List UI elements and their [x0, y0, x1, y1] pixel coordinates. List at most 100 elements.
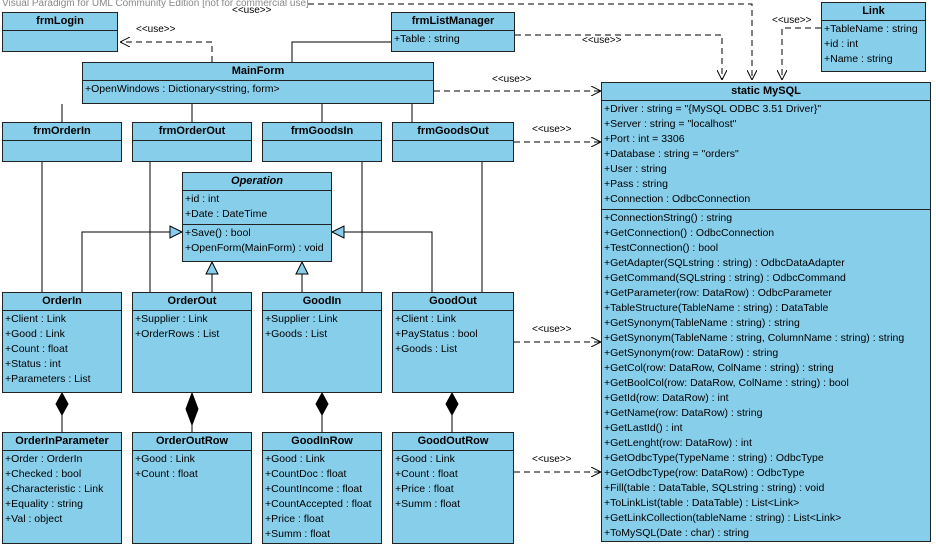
class-orderout[interactable]: OrderOut +Supplier : Link +OrderRows : L… — [132, 292, 252, 393]
class-attribute: +Supplier : Link — [265, 313, 338, 325]
class-mysql[interactable]: static MySQL +Driver : string = "{MySQL … — [601, 82, 931, 542]
class-attribute: +Summ : float — [265, 528, 331, 540]
class-attribute: +CountIncome : float — [265, 483, 363, 495]
class-attribute: +Count : float — [135, 468, 198, 480]
watermark: Visual Paradigm for UML Community Editio… — [2, 0, 309, 9]
class-attribute: +Parameters : List — [5, 373, 91, 385]
class-operation: +OpenForm(MainForm) : void — [185, 242, 324, 254]
class-title: frmGoodsOut — [393, 123, 513, 141]
class-attribute: +TableName : string — [824, 23, 918, 35]
class-operation[interactable]: Operation +id : int +Date : DateTime +Sa… — [182, 172, 332, 262]
class-attribute: +OpenWindows : Dictionary<string, form> — [85, 83, 280, 95]
class-frmlogin[interactable]: frmLogin — [2, 12, 118, 52]
class-frmlistmanager[interactable]: frmListManager +Table : string — [391, 12, 515, 52]
class-operation: +ToLinkList(table : DataTable) : List<Li… — [604, 497, 800, 509]
generalization-arrowhead — [169, 225, 184, 239]
use-label: <<use>> — [582, 35, 622, 46]
dependency-link-mysql — [782, 27, 821, 80]
class-operation: +GetSynonym(row: DataRow) : string — [604, 347, 779, 359]
generalization-arrowhead — [330, 225, 345, 239]
class-title: frmListManager — [392, 13, 514, 31]
class-attribute: +OrderRows : List — [135, 328, 220, 340]
class-attribute: +Good : Link — [135, 453, 195, 465]
class-attribute: +Server : string = "localhost" — [604, 118, 737, 130]
generalization-arrowhead — [295, 260, 309, 275]
composition-diamond — [55, 391, 69, 417]
class-mainform[interactable]: MainForm +OpenWindows : Dictionary<strin… — [82, 62, 434, 104]
use-label: <<use>> — [492, 74, 532, 85]
class-link[interactable]: Link +TableName : string +id : int +Name… — [821, 2, 926, 72]
class-frmgoodsin[interactable]: frmGoodsIn — [262, 122, 382, 162]
class-attribute: +Port : int = 3306 — [604, 133, 685, 145]
class-operation: +TableStructure(TableName : string) : Da… — [604, 302, 829, 314]
class-attribute: +Goods : List — [265, 328, 328, 340]
class-attribute: +id : int — [185, 193, 220, 205]
generalization-goodout-operation — [342, 231, 433, 292]
use-label: <<use>> — [532, 124, 572, 135]
class-goodout[interactable]: GoodOut +Client : Link +PayStatus : bool… — [392, 292, 514, 393]
class-attribute: +Status : int — [5, 358, 61, 370]
class-orderinparameter[interactable]: OrderInParameter +Order : OrderIn +Check… — [2, 432, 122, 544]
class-operation: +GetOdbcType(TypeName : string) : OdbcTy… — [604, 452, 824, 464]
class-attribute: +Price : float — [395, 483, 454, 495]
class-attribute: +Supplier : Link — [135, 313, 208, 325]
class-orderin[interactable]: OrderIn +Client : Link +Good : Link +Cou… — [2, 292, 122, 393]
class-frmorderin[interactable]: frmOrderIn — [2, 122, 122, 162]
class-attribute: +Good : Link — [395, 453, 455, 465]
class-title: Link — [822, 3, 925, 21]
class-orderoutrow[interactable]: OrderOutRow +Good : Link +Count : float — [132, 432, 252, 544]
generalization-arrowhead — [205, 260, 219, 275]
class-frmgoodsout[interactable]: frmGoodsOut — [392, 122, 514, 162]
class-title: OrderOutRow — [133, 433, 251, 451]
class-attribute: +Good : Link — [265, 453, 325, 465]
class-attribute: +Name : string — [824, 53, 893, 65]
class-operation: +GetSynonym(TableName : string) : string — [604, 317, 800, 329]
class-attribute: +Checked : bool — [5, 468, 82, 480]
class-operation: +GetOdbcType(row: DataRow) : OdbcType — [604, 467, 805, 479]
class-operation: +GetCommand(SQLstring : string) : OdbcCo… — [604, 272, 846, 284]
use-label: <<use>> — [532, 454, 572, 465]
class-operation: +GetBoolCol(row: DataRow, ColName : stri… — [604, 377, 849, 389]
generalization-orderin-operation — [81, 231, 172, 292]
class-attribute: +User : string — [604, 163, 667, 175]
class-attribute: +Table : string — [394, 33, 460, 45]
class-operation: +GetLinkCollection(tableName : string) :… — [604, 512, 842, 524]
class-operation: +GetId(row: DataRow) : int — [604, 392, 729, 404]
class-title: Operation — [183, 173, 331, 191]
dependency-mainform-frmlogin — [120, 42, 213, 62]
class-operation: +GetLenght(row: DataRow) : int — [604, 437, 752, 449]
class-attribute: +PayStatus : bool — [395, 328, 478, 340]
class-attribute: +Equality : string — [5, 498, 83, 510]
class-operation: +Fill(table : DataTable, SQLstring : str… — [604, 482, 825, 494]
class-attribute: +Database : string = "orders" — [604, 148, 739, 160]
class-operation: +GetConnection() : OdbcConnection — [604, 227, 775, 239]
class-goodin[interactable]: GoodIn +Supplier : Link +Goods : List — [262, 292, 382, 393]
use-label: <<use>> — [772, 15, 812, 26]
class-title: OrderOut — [133, 293, 251, 311]
class-attribute: +Summ : float — [395, 498, 461, 510]
class-attribute: +Connection : OdbcConnection — [604, 193, 751, 205]
use-label: <<use>> — [136, 24, 176, 35]
class-attribute: +Client : Link — [395, 313, 456, 325]
class-attribute: +Date : DateTime — [185, 208, 268, 220]
class-frmorderout[interactable]: frmOrderOut — [132, 122, 252, 162]
class-operation: +GetName(row: DataRow) : string — [604, 407, 763, 419]
class-attribute: +Count : float — [395, 468, 458, 480]
class-attribute: +Pass : string — [604, 178, 668, 190]
class-attribute: +Goods : List — [395, 343, 458, 355]
dependency-frmlogin-mysql — [308, 3, 752, 80]
class-title: static MySQL — [602, 83, 930, 101]
class-attribute: +Driver : string = "{MySQL ODBC 3.51 Dri… — [604, 103, 822, 115]
composition-diamond — [445, 391, 459, 417]
use-label: <<use>> — [232, 5, 272, 16]
class-title: frmLogin — [3, 13, 117, 31]
class-title: GoodOutRow — [393, 433, 513, 451]
assoc-mainform-frmlistmanager — [291, 41, 391, 62]
composition-diamond — [185, 391, 199, 427]
class-title: OrderIn — [3, 293, 121, 311]
class-goodinrow[interactable]: GoodInRow +Good : Link +CountDoc : float… — [262, 432, 382, 544]
class-title: OrderInParameter — [3, 433, 121, 451]
use-label: <<use>> — [532, 324, 572, 335]
class-goodoutrow[interactable]: GoodOutRow +Good : Link +Count : float +… — [392, 432, 514, 544]
